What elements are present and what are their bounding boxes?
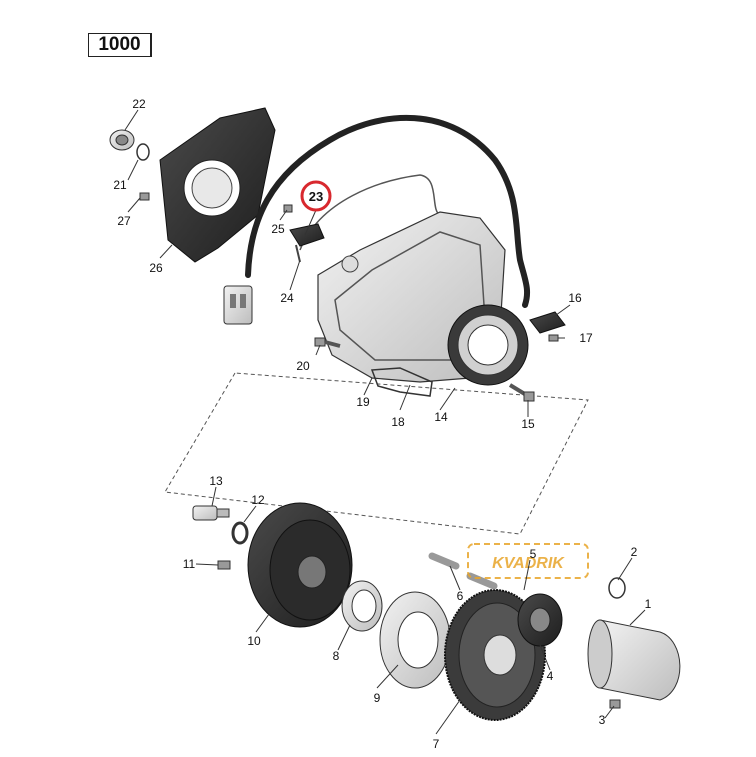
watermark-text: KVADRIK [492, 555, 565, 572]
part-13-bolt [192, 505, 230, 521]
callout-1: 1 [645, 597, 652, 611]
part-4-drive-gear [517, 593, 563, 647]
part-18-gasket [370, 367, 433, 397]
callout-11: 11 [183, 557, 196, 571]
part-2-o-ring [608, 577, 626, 599]
callout-23-highlight: 23 [300, 180, 332, 212]
callout-26: 26 [149, 261, 163, 275]
part-10-flywheel [247, 502, 353, 628]
part-12-washer [231, 521, 249, 545]
callout-7: 7 [433, 737, 440, 751]
part-15-screw [508, 383, 535, 402]
assembly-outline [164, 372, 589, 535]
callout-17: 17 [579, 331, 593, 345]
part-27-bolt [139, 192, 150, 201]
part-17-screw [548, 334, 559, 342]
callout-21: 21 [113, 178, 127, 192]
part-21-o-ring [136, 143, 150, 161]
callout-16: 16 [568, 291, 582, 305]
part-26-cover [159, 107, 276, 263]
part-6-pins [428, 552, 498, 590]
callout-19: 19 [356, 395, 370, 409]
callout-4: 4 [547, 669, 554, 683]
callout-27: 27 [117, 214, 131, 228]
callout-12: 12 [251, 493, 265, 507]
callout-8: 8 [333, 649, 340, 663]
callout-13: 13 [209, 474, 223, 488]
part-25-bolt [283, 204, 293, 213]
callout-3: 3 [599, 713, 606, 727]
callout-22: 22 [132, 97, 146, 111]
callout-2: 2 [631, 545, 638, 559]
leader-lines [124, 109, 646, 735]
part-1-starter-motor [587, 619, 681, 701]
part-22-plug [109, 129, 135, 151]
part-14-stator [447, 304, 529, 386]
callout-6: 6 [457, 589, 464, 603]
part-16-bracket [529, 311, 566, 334]
callout-24: 24 [280, 291, 294, 305]
connector-plug [223, 285, 253, 325]
part-11-screw [217, 560, 231, 570]
callout-10: 10 [247, 634, 261, 648]
wire-harness [245, 114, 531, 308]
callout-9: 9 [374, 691, 381, 705]
callout-25: 25 [271, 222, 285, 236]
callout-18: 18 [391, 415, 405, 429]
part-8-bearing-ring [341, 580, 383, 632]
part-9-clutch-plate [379, 591, 451, 689]
watermark-logo: KVADRIK [467, 543, 589, 579]
callout-23: 23 [309, 189, 323, 204]
model-label: 1000 [88, 33, 152, 57]
callout-20: 20 [296, 359, 310, 373]
callout-15: 15 [521, 417, 535, 431]
callout-labels: 1 2 3 4 5 6 7 8 9 10 11 12 13 14 15 16 1… [113, 97, 651, 751]
callout-5: 5 [530, 547, 537, 561]
callout-14: 14 [434, 410, 448, 424]
part-3-screw [609, 699, 621, 709]
